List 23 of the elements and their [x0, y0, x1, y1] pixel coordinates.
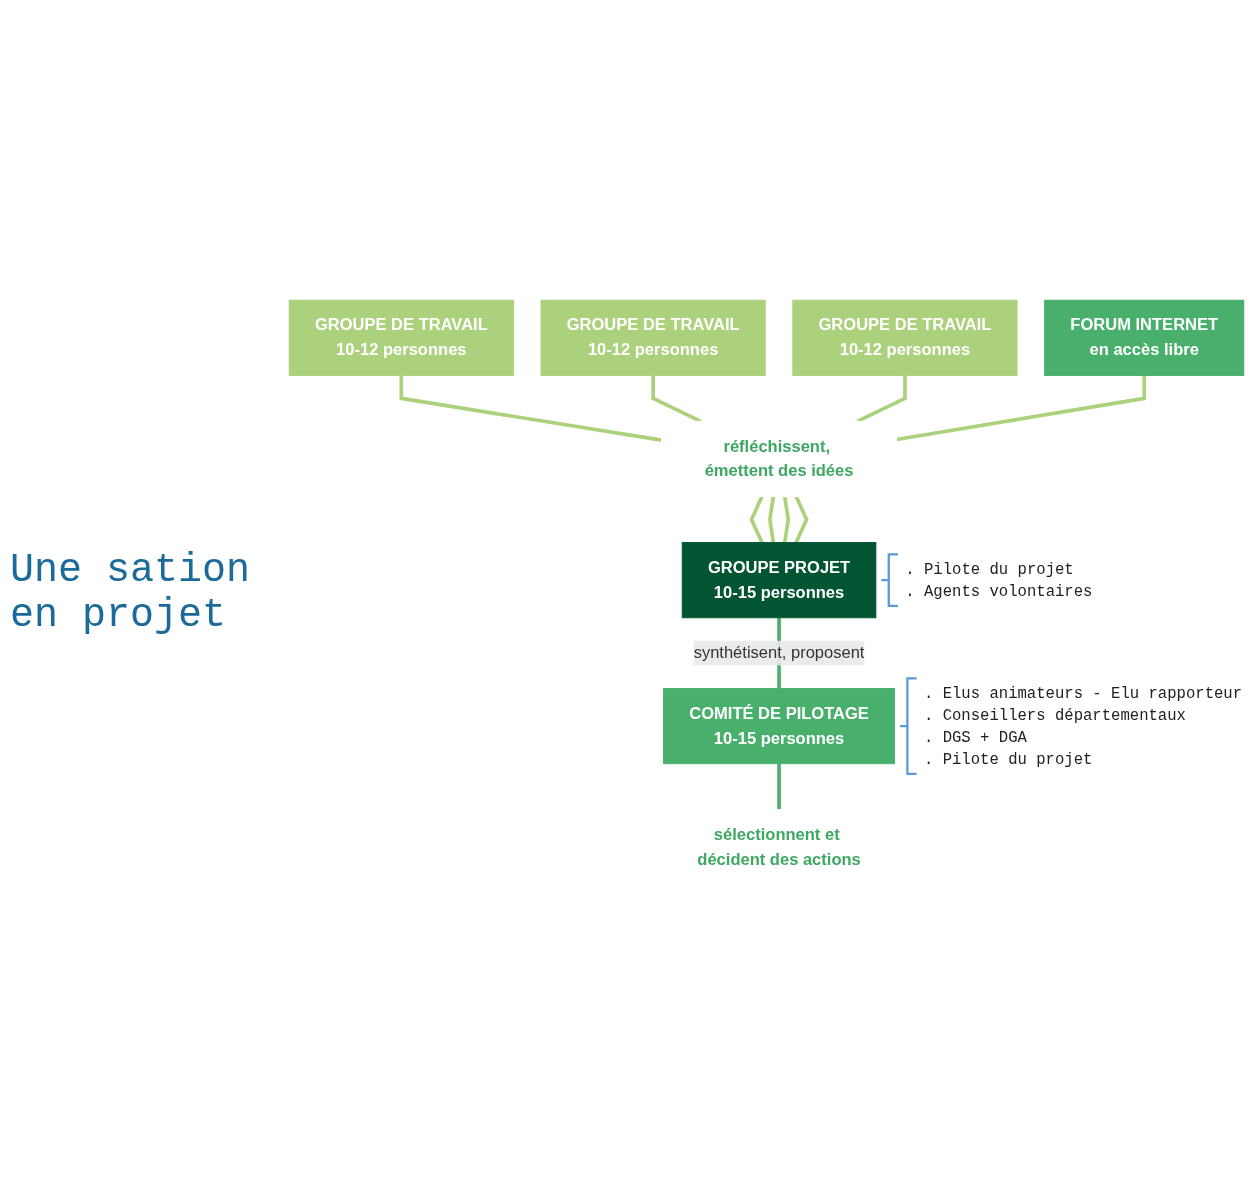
node-box: GROUPE PROJET 10-15 personnes	[681, 542, 877, 619]
note-text: . Elus animateurs - Elu rapporteur	[923, 685, 1243, 704]
node-box: GROUPE DE TRAVAIL 10-12 personnes	[288, 300, 514, 377]
connector	[399, 375, 662, 443]
side-text: Une sation en projet	[10, 548, 252, 638]
node-text: réfléchissent, émettent des idées	[704, 437, 854, 481]
note-text: . Agents volontaires	[905, 583, 1093, 602]
node-text: sélectionnent et décident des actions	[697, 825, 861, 869]
node-box: COMITÉ DE PILOTAGE 10-15 personnes	[663, 688, 895, 765]
connector	[768, 496, 776, 544]
note-text: . Pilote du projet	[905, 561, 1074, 580]
connector	[777, 764, 781, 811]
note-text: . Conseillers départementaux	[923, 707, 1186, 726]
note-text: . DGS + DGA	[923, 729, 1027, 748]
edge-label: synthétisent, proposent	[693, 643, 865, 663]
note-text: . Pilote du projet	[923, 751, 1093, 770]
connector	[782, 496, 791, 544]
connector	[794, 496, 809, 544]
node-box: GROUPE DE TRAVAIL 10-12 personnes	[540, 300, 766, 377]
connector	[896, 375, 1147, 442]
node-box: FORUM INTERNET en accès libre	[1044, 300, 1245, 377]
node-box: GROUPE DE TRAVAIL 10-12 personnes	[792, 300, 1018, 377]
connector	[749, 496, 764, 544]
